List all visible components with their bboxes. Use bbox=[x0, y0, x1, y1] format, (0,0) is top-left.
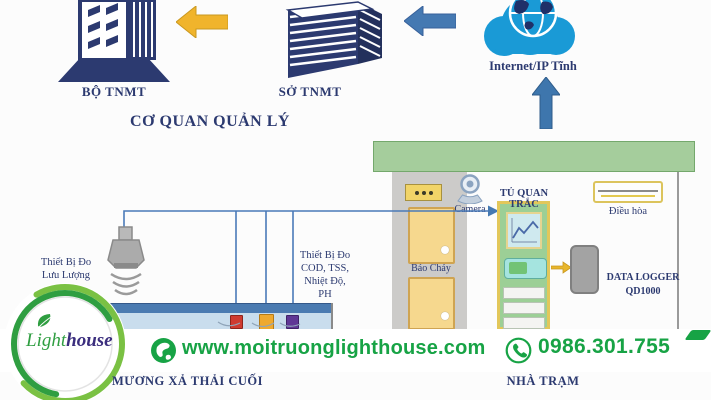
air-conditioner-icon bbox=[593, 181, 663, 203]
internet-cloud-icon bbox=[484, 0, 575, 56]
air-conditioner-label: Điều hòa bbox=[608, 206, 648, 217]
logo-wordmark: Lighthouse bbox=[26, 330, 113, 352]
phone-number[interactable]: 0986.301.755 bbox=[538, 335, 671, 358]
department-building-icon bbox=[285, 1, 382, 78]
cabinet-vent-slat bbox=[503, 302, 545, 314]
probe-red-icon bbox=[230, 315, 243, 329]
door-icon bbox=[408, 207, 455, 264]
controller-button bbox=[509, 262, 527, 274]
cabinet-vent-slat bbox=[503, 317, 545, 329]
phone-icon bbox=[505, 337, 532, 364]
channel-label: MƯƠNG XẢ THẢI CUỐI bbox=[111, 374, 264, 388]
internet-label: Internet/IP Tĩnh bbox=[489, 59, 577, 73]
ac-vent-line bbox=[601, 195, 655, 197]
globe-icon bbox=[151, 338, 176, 363]
logo-text-house: house bbox=[66, 330, 113, 351]
flow-label-line: Thiết Bị Đo bbox=[40, 257, 92, 268]
probe-label-line: Nhiệt Độ, bbox=[304, 276, 346, 287]
cabinet-vent-slat bbox=[503, 287, 545, 299]
channel-end-wall bbox=[331, 303, 333, 330]
door-knob bbox=[441, 312, 449, 320]
fire-alarm-panel-icon bbox=[405, 184, 442, 201]
arrow-left-yellow-icon bbox=[176, 6, 228, 38]
channel-top-bar bbox=[95, 303, 333, 313]
data-logger-label: DATA LOGGER QD1000 bbox=[598, 271, 688, 299]
arrow-left-blue-icon bbox=[404, 6, 456, 36]
logo-text-light: Light bbox=[26, 330, 67, 351]
screen-chart-icon bbox=[511, 218, 539, 243]
camera-icon bbox=[457, 174, 483, 204]
flow-sensor-icon bbox=[107, 226, 145, 296]
cabinet-label: TỦ QUAN TRẮC bbox=[499, 188, 549, 210]
fire-alarm-label: Báo Cháy bbox=[411, 263, 451, 274]
flow-label-line: Lưu Lượng bbox=[41, 270, 91, 281]
probe-orange-icon bbox=[259, 314, 274, 330]
flow-sensor-label: Thiết Bị Đo Lưu Lượng bbox=[22, 256, 110, 282]
ac-vent-line bbox=[598, 190, 658, 192]
data-logger-icon bbox=[570, 245, 599, 294]
website-link[interactable]: www.moitruonglighthouse.com bbox=[182, 337, 486, 359]
door-icon bbox=[408, 277, 455, 330]
department-building-label: SỞ TNMT bbox=[278, 84, 342, 99]
door-knob bbox=[441, 246, 449, 254]
station-roof bbox=[373, 141, 695, 172]
station-right-wall bbox=[677, 172, 679, 329]
probe-sensor-label: Thiết Bị Đo COD, TSS, Nhiệt Độ, PH bbox=[292, 249, 358, 301]
leaf-icon bbox=[37, 314, 52, 328]
camera-label: Camera bbox=[454, 204, 486, 215]
probe-label-line: PH bbox=[318, 289, 332, 300]
station-label: NHÀ TRẠM bbox=[506, 374, 580, 388]
data-logger-label-line: DATA LOGGER bbox=[606, 272, 680, 283]
ministry-building-icon bbox=[58, 0, 170, 82]
probe-label-line: Thiết Bị Đo bbox=[299, 250, 351, 261]
arrow-up-blue-icon bbox=[532, 77, 560, 129]
ministry-building-label: BỘ TNMT bbox=[81, 84, 147, 99]
data-logger-label-line: QD1000 bbox=[625, 286, 661, 297]
probe-label-line: COD, TSS, bbox=[301, 263, 349, 274]
probe-purple-icon bbox=[286, 315, 299, 329]
arrow-right-yellow-icon bbox=[551, 261, 571, 274]
cabinet-screen bbox=[506, 212, 542, 249]
admin-section-title: CƠ QUAN QUẢN LÝ bbox=[130, 113, 290, 130]
